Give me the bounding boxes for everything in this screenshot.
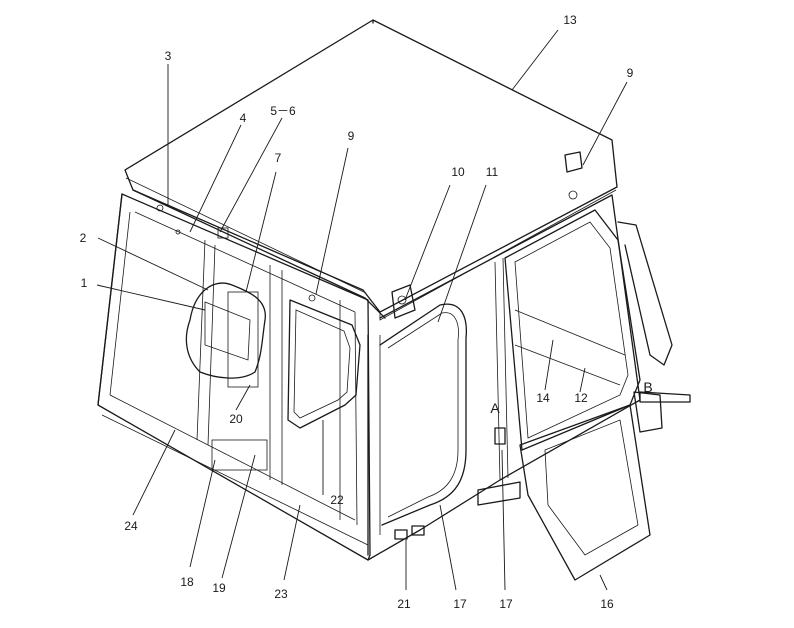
label-11: 11 — [486, 165, 499, 179]
roof-holes — [156, 204, 316, 302]
label-4: 4 — [240, 111, 247, 125]
label-9: 9 — [627, 66, 634, 80]
leader-lines — [96, 29, 628, 591]
label-1: 1 — [81, 276, 88, 290]
view-letter-a: A — [490, 400, 500, 416]
label-10: 10 — [451, 165, 465, 179]
open-door — [504, 209, 673, 581]
bolt-10 — [391, 284, 416, 319]
front-wall — [97, 193, 371, 561]
label-3: 3 — [165, 49, 172, 63]
label-21: 21 — [397, 597, 411, 611]
door-frame — [367, 194, 641, 561]
label-24: 24 — [124, 519, 138, 533]
bottom-fittings — [394, 525, 425, 540]
knob-9 — [564, 151, 583, 200]
label-14: 14 — [536, 391, 550, 405]
callout-labels: 3 4 5－6 7 9 2 1 10 11 13 9 14 12 20 22 2… — [80, 13, 653, 611]
latch-a — [494, 427, 506, 445]
view-letter-b: B — [643, 379, 652, 395]
label-16: 17 — [499, 597, 513, 611]
label-13: 13 — [563, 13, 577, 27]
door-handle — [633, 391, 691, 433]
roof-panel — [124, 19, 618, 321]
label-22: 22 — [330, 493, 344, 507]
step — [477, 481, 521, 506]
label-20: 20 — [229, 412, 243, 426]
label-12: 12 — [574, 391, 588, 405]
label-7: 7 — [275, 151, 282, 165]
label-19: 19 — [212, 581, 226, 595]
front-window — [287, 299, 361, 429]
wiper-assembly — [185, 282, 268, 471]
label-15: 16 — [600, 597, 614, 611]
label-2: 2 — [80, 231, 87, 245]
label-18: 18 — [180, 575, 194, 589]
label-5-6: 5－6 — [270, 104, 296, 118]
label-8: 9 — [348, 129, 355, 143]
label-17: 17 — [453, 597, 467, 611]
label-23: 23 — [274, 587, 288, 601]
